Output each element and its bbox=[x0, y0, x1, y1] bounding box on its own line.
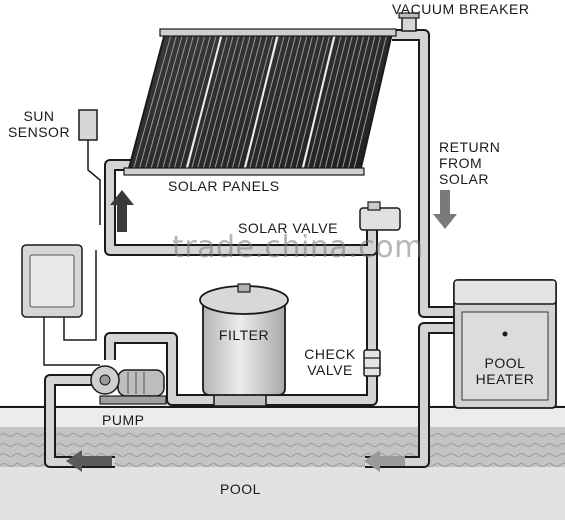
sun-sensor-label-line1: SUN bbox=[23, 108, 55, 124]
collector-tube bbox=[179, 35, 217, 169]
collector-tube bbox=[289, 35, 325, 169]
solar-valve-label: SOLAR VALVE bbox=[238, 220, 338, 236]
collector-tube bbox=[318, 35, 353, 169]
collector-tube bbox=[330, 35, 365, 169]
collector-tube bbox=[226, 35, 262, 169]
filter-label: FILTER bbox=[218, 327, 270, 343]
controller-wire-a bbox=[63, 250, 97, 341]
collector-tube bbox=[249, 35, 285, 169]
collector-tube bbox=[307, 35, 342, 169]
pool-area bbox=[0, 405, 565, 520]
collector-tube bbox=[295, 35, 331, 169]
collector-tube bbox=[150, 35, 189, 169]
collector-tube bbox=[324, 35, 359, 169]
solar-valve-top bbox=[367, 201, 381, 211]
collector-tube bbox=[220, 35, 257, 169]
return-label-line2: FROM bbox=[439, 155, 483, 171]
watermark: trade.china.com bbox=[172, 230, 424, 265]
down-arrow bbox=[433, 190, 457, 229]
sun-sensor bbox=[78, 109, 101, 225]
collector-tube bbox=[353, 35, 387, 169]
pump-label: PUMP bbox=[102, 412, 145, 428]
collector-tube bbox=[255, 35, 291, 169]
collector-tube bbox=[231, 35, 268, 169]
filter-knob bbox=[237, 283, 251, 293]
solar-valve bbox=[359, 201, 401, 231]
pool-bottom bbox=[0, 467, 565, 520]
suction-arrow bbox=[66, 450, 112, 472]
collector-tube bbox=[202, 35, 240, 169]
solar-valve-actuator bbox=[359, 207, 401, 231]
sensor-wire bbox=[87, 140, 101, 225]
panel-divider-2 bbox=[243, 32, 279, 173]
collector-tube bbox=[144, 35, 183, 169]
collector-tube bbox=[156, 35, 194, 169]
check-valve-label-line1: CHECK bbox=[304, 346, 356, 362]
pool-heater-label: POOL HEATER bbox=[462, 355, 548, 387]
sun-sensor-label-line2: SENSOR bbox=[7, 124, 71, 140]
vacuum-breaker bbox=[398, 12, 420, 32]
pool-heater bbox=[453, 279, 557, 409]
sun-sensor-box bbox=[78, 109, 98, 141]
pool-heater-label-line1: POOL bbox=[484, 355, 526, 371]
vacuum-breaker-label: VACUUM BREAKER bbox=[392, 1, 530, 17]
pool-heater-label-line2: HEATER bbox=[475, 371, 535, 387]
check-valve bbox=[363, 349, 381, 377]
collector-tube bbox=[284, 35, 319, 169]
panel-header-bottom bbox=[123, 167, 365, 176]
collector-tube bbox=[237, 35, 274, 169]
check-valve-body bbox=[363, 349, 381, 377]
collector-tube bbox=[162, 35, 200, 169]
return-label-line3: SOLAR bbox=[439, 171, 489, 187]
flow-arrows bbox=[66, 190, 457, 472]
return-label-line1: RETURN bbox=[439, 139, 501, 155]
controller-panel bbox=[29, 254, 75, 308]
vacuum-breaker-body bbox=[401, 16, 417, 32]
pump-base bbox=[99, 395, 167, 405]
pump bbox=[90, 365, 167, 405]
collector-tube bbox=[260, 35, 297, 169]
check-valve-label-line2: VALVE bbox=[307, 362, 353, 378]
collector-tube bbox=[336, 35, 370, 169]
panel-divider-3 bbox=[301, 32, 336, 173]
collector-tube bbox=[272, 35, 308, 169]
filter-tank bbox=[199, 283, 289, 407]
collector-tube bbox=[133, 35, 172, 169]
pump-motor bbox=[117, 369, 165, 397]
collector-tube bbox=[208, 35, 245, 169]
controller-wire-b bbox=[43, 315, 100, 366]
panel-divider-1 bbox=[185, 32, 223, 173]
heater-panel bbox=[461, 311, 549, 401]
collector-tube bbox=[173, 35, 211, 169]
panel-tubes bbox=[133, 35, 387, 169]
collector-tube bbox=[313, 35, 348, 169]
collector-tube bbox=[139, 35, 177, 169]
return-from-solar-label: RETURN FROM SOLAR bbox=[439, 139, 500, 187]
up-arrow bbox=[110, 190, 134, 232]
collector-tube bbox=[342, 35, 376, 169]
sun-sensor-label: SUN SENSOR bbox=[4, 108, 74, 140]
solar-panels-label: SOLAR PANELS bbox=[168, 178, 280, 194]
collector-tube bbox=[214, 35, 251, 169]
collector-tube bbox=[347, 35, 382, 169]
heater-top bbox=[453, 279, 557, 305]
collector-tube bbox=[197, 35, 234, 169]
collector-tube bbox=[278, 35, 314, 169]
vacuum-breaker-cap bbox=[398, 12, 420, 19]
return-arrow bbox=[364, 450, 405, 472]
panel-header-top bbox=[159, 28, 397, 37]
collector-tube bbox=[266, 35, 302, 169]
check-valve-label: CHECK VALVE bbox=[298, 346, 362, 378]
solar-panel-array bbox=[123, 28, 397, 176]
collector-tube bbox=[191, 35, 228, 169]
pool-label: POOL bbox=[220, 481, 261, 497]
collector-tube bbox=[168, 35, 206, 169]
controller bbox=[21, 244, 100, 366]
